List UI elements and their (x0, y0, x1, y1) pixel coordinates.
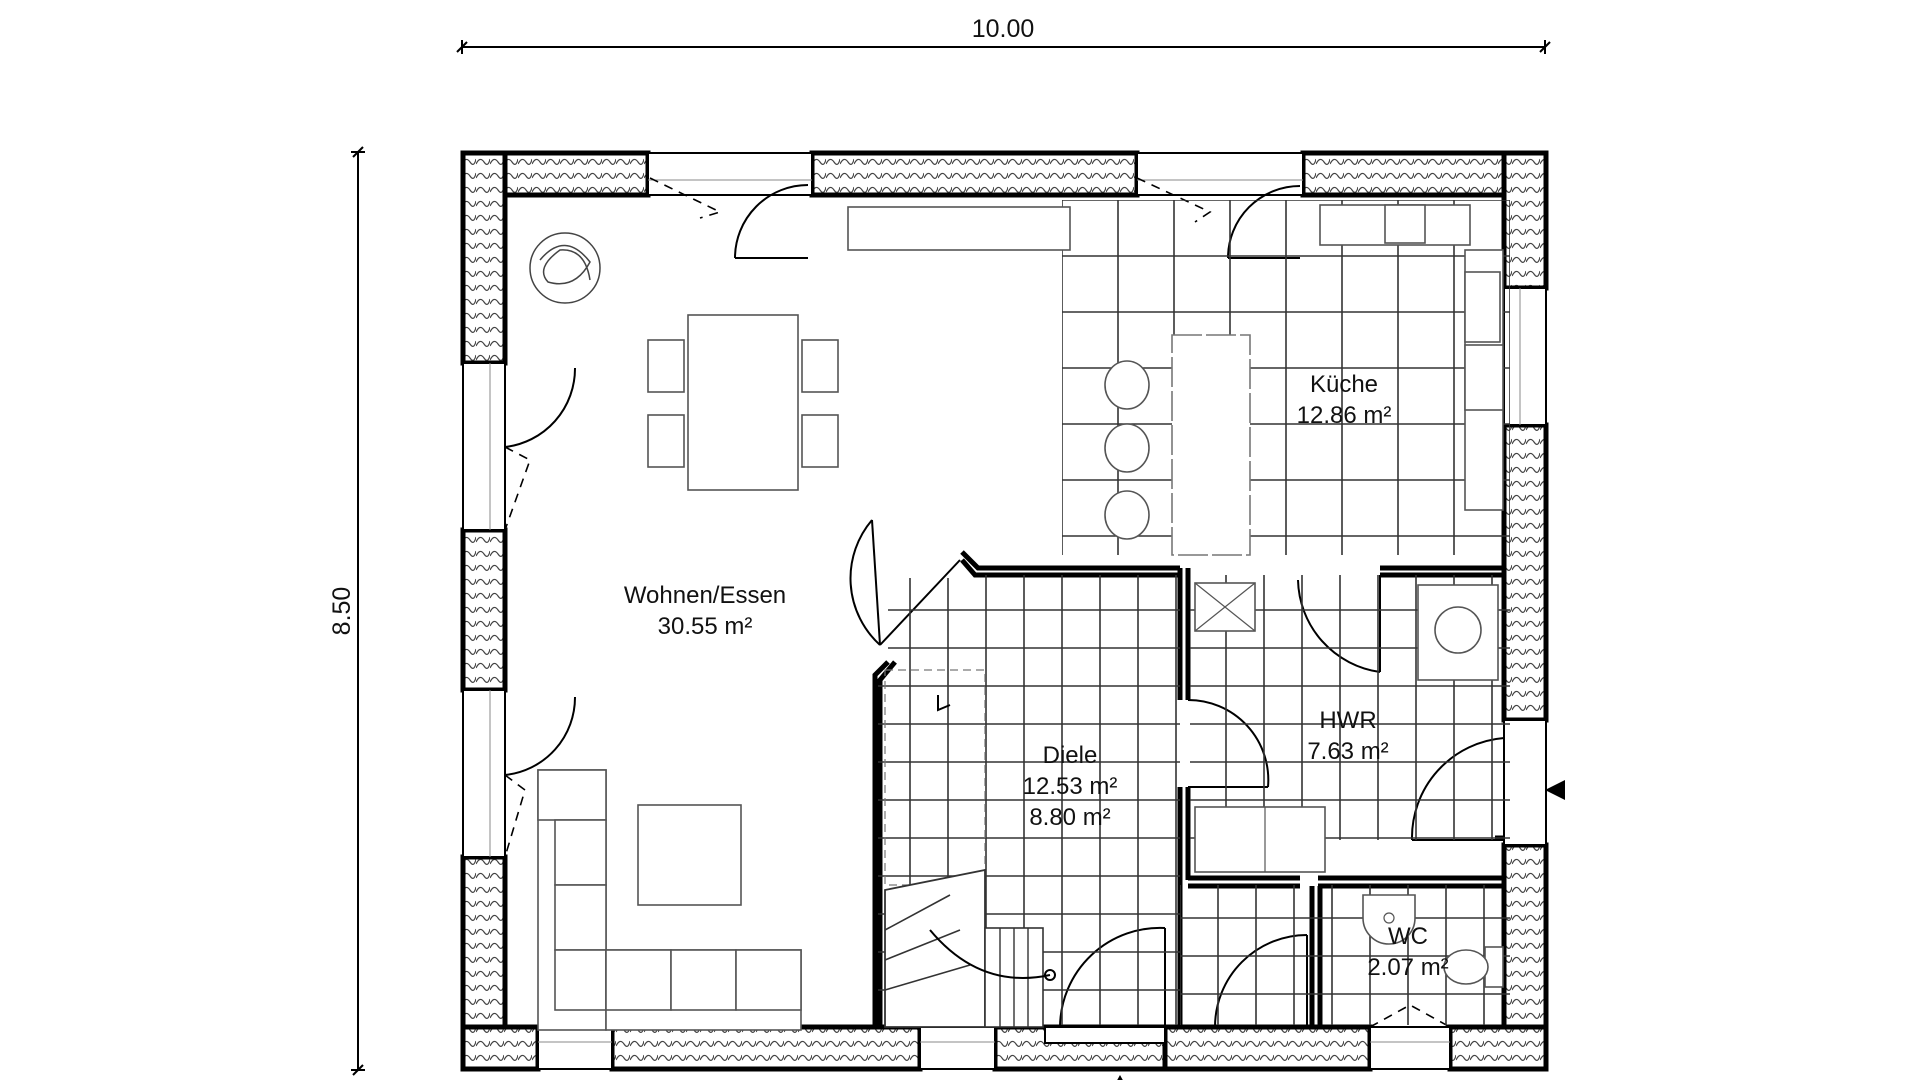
coffee-table (637, 804, 742, 906)
room-area: 12.86 m² (1297, 402, 1392, 429)
room-name: WC (1388, 923, 1428, 950)
diele-tiles (878, 575, 1180, 1025)
kitchen-furniture (847, 204, 1504, 556)
chair (647, 339, 685, 393)
utility-cabinet (1194, 806, 1326, 873)
room-name: Diele (1043, 742, 1098, 769)
room-label-wc: WC 2.07 m² (1367, 923, 1448, 981)
room-area-secondary: 8.80 m² (1029, 804, 1110, 831)
room-label-wohnen: Wohnen/Essen 30.55 m² (624, 582, 786, 640)
chair (801, 414, 839, 468)
room-area: 7.63 m² (1307, 738, 1388, 765)
room-name: Küche (1310, 371, 1378, 398)
sofa (537, 769, 802, 1031)
wc-fixtures (1362, 894, 1504, 988)
room-name: Wohnen/Essen (624, 582, 786, 609)
stool-2 (1104, 423, 1150, 473)
chair (647, 414, 685, 468)
height-dimension-label: 8.50 (328, 587, 356, 636)
entrance-arrow-icon (1117, 1075, 1123, 1080)
room-area: 12.53 m² (1023, 773, 1118, 800)
washing-machine-icon (1417, 584, 1499, 681)
width-dimension: 10.00 (456, 15, 1551, 54)
stool-1 (1104, 360, 1150, 410)
drain-icon (1194, 582, 1256, 632)
dining-table (687, 314, 799, 491)
exterior-walls (460, 150, 1549, 1072)
height-dimension: 8.50 (328, 146, 365, 1076)
room-name: HWR (1319, 707, 1376, 734)
room-label-hwr: HWR 7.63 m² (1307, 707, 1388, 765)
stool-3 (1104, 490, 1150, 540)
width-dimension-label: 10.00 (972, 15, 1035, 43)
chair (801, 339, 839, 393)
side-arrow-icon (1545, 780, 1565, 800)
room-area: 30.55 m² (658, 613, 753, 640)
plant-icon (529, 232, 601, 304)
room-label-diele: Diele 12.53 m² 8.80 m² (1023, 742, 1118, 831)
living-furniture (529, 232, 839, 1031)
room-area: 2.07 m² (1367, 954, 1448, 981)
hwr-fixtures (1194, 582, 1499, 873)
room-label-kueche: Küche 12.86 m² (1297, 371, 1392, 429)
toilet-icon (1443, 946, 1504, 988)
staircase (884, 669, 1056, 1028)
sink-icon (1362, 894, 1416, 945)
